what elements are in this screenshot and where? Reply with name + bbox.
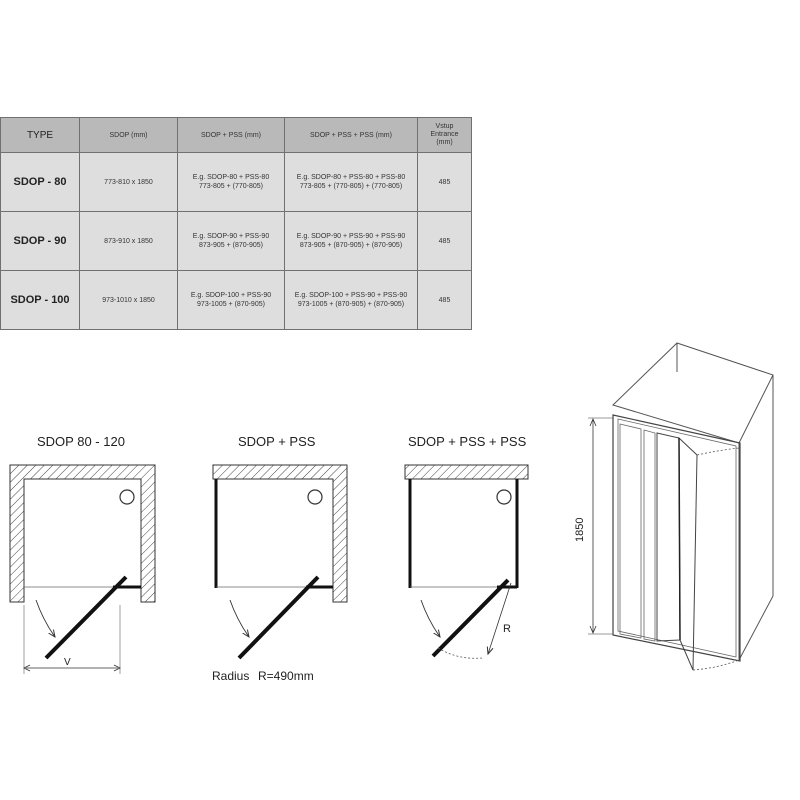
plan3-radius-arc xyxy=(437,647,483,659)
row-type: SDOP - 100 xyxy=(0,270,80,330)
plan3-title: SDOP + PSS + PSS xyxy=(408,434,527,449)
row-sdop-pss-pss-line2: 973-1005 + (870-905) + (870-905) xyxy=(297,301,405,308)
row-sdop-pss: E.g. SDOP-100 + PSS-90 973-1005 + (870-9… xyxy=(177,270,285,330)
row-sdop-pss-pss-line1: E.g. SDOP-100 + PSS-90 + PSS-90 xyxy=(294,292,408,299)
radius-word: Radius xyxy=(212,669,249,683)
height-label: 1850 xyxy=(574,518,586,542)
row-sdop: 973-1010 x 1850 xyxy=(79,270,178,330)
plan1-v-label: V xyxy=(64,657,71,668)
plan2-title: SDOP + PSS xyxy=(238,434,316,449)
plan3-door-panel xyxy=(431,578,510,658)
perspective-view: 1850 xyxy=(574,342,774,671)
front-frame xyxy=(612,414,741,662)
row-sdop-pss-line2: 773-805 + (770-805) xyxy=(198,183,264,190)
plan3-r-label: R xyxy=(503,623,511,635)
spec-table: TYPE SDOP (mm) SDOP + PSS (mm) SDOP + PS… xyxy=(0,117,472,330)
row-sdop-pss: E.g. SDOP-90 + PSS-90 873-905 + (870-905… xyxy=(177,211,285,271)
drain-icon xyxy=(496,489,512,505)
radius-value: R=490mm xyxy=(258,669,314,683)
row-sdop-pss-pss: E.g. SDOP-80 + PSS-80 + PSS-80 773-805 +… xyxy=(284,152,418,212)
row-sdop-pss-pss: E.g. SDOP-90 + PSS-90 + PSS-90 873-905 +… xyxy=(284,211,418,271)
plan3-wall xyxy=(404,464,529,480)
fold-hinge xyxy=(678,437,681,641)
header-entrance-line2: Entrance xyxy=(430,131,459,138)
plan1-swing-arrow xyxy=(35,599,55,637)
folding-leaf-2 xyxy=(678,436,698,671)
drain-icon xyxy=(307,489,323,505)
swing-path-top xyxy=(696,447,740,456)
row-sdop-pss-line1: E.g. SDOP-80 + PSS-80 xyxy=(192,174,270,181)
row-sdop-pss-pss-line1: E.g. SDOP-80 + PSS-80 + PSS-80 xyxy=(296,174,406,181)
row-type: SDOP - 80 xyxy=(0,152,80,212)
header-sdop-pss-pss: SDOP + PSS + PSS (mm) xyxy=(284,117,418,153)
header-entrance-line1: Vstup xyxy=(435,123,454,130)
plan1-dim-arrows xyxy=(23,664,121,672)
table-row: SDOP - 90 873-910 x 1850 E.g. SDOP-90 + … xyxy=(0,211,472,271)
front-frame-inner xyxy=(617,418,737,658)
row-sdop-pss-pss-line2: 773-805 + (770-805) + (770-805) xyxy=(299,183,403,190)
table-row: SDOP - 80 773-810 x 1850 E.g. SDOP-80 + … xyxy=(0,152,472,212)
table-row: SDOP - 100 973-1010 x 1850 E.g. SDOP-100… xyxy=(0,270,472,330)
row-sdop-pss-pss: E.g. SDOP-100 + PSS-90 + PSS-90 973-1005… xyxy=(284,270,418,330)
plan1-wall xyxy=(9,464,156,603)
plan2-wall xyxy=(212,464,348,603)
height-dim-arrows xyxy=(589,417,597,635)
plan1-title: SDOP 80 - 120 xyxy=(37,434,125,449)
row-sdop-pss-pss-line2: 873-905 + (870-905) + (870-905) xyxy=(299,242,403,249)
header-sdop-pss: SDOP + PSS (mm) xyxy=(177,117,285,153)
row-entrance: 485 xyxy=(417,211,472,271)
plan3-swing-arrow xyxy=(420,599,440,637)
row-entrance: 485 xyxy=(417,152,472,212)
plan-sdop-pss-pss: SDOP + PSS + PSS R xyxy=(404,434,529,659)
drain-icon xyxy=(119,489,135,505)
header-entrance-line3: (mm) xyxy=(436,139,453,146)
plan1-door-panel xyxy=(44,575,128,660)
row-sdop-pss-line1: E.g. SDOP-100 + PSS-90 xyxy=(190,292,272,299)
header-entrance: Vstup Entrance (mm) xyxy=(417,117,472,153)
row-type: SDOP - 90 xyxy=(0,211,80,271)
row-entrance: 485 xyxy=(417,270,472,330)
door-panel-left-1 xyxy=(619,423,642,639)
row-sdop: 873-910 x 1850 xyxy=(79,211,178,271)
plan3-radius-arrow xyxy=(488,582,512,654)
box-bottom-right xyxy=(738,595,774,661)
row-sdop-pss-line1: E.g. SDOP-90 + PSS-90 xyxy=(192,233,270,240)
row-sdop-pss-line2: 973-1005 + (870-905) xyxy=(197,301,265,308)
plan2-door-panel xyxy=(237,575,320,660)
row-sdop-pss: E.g. SDOP-80 + PSS-80 773-805 + (770-805… xyxy=(177,152,285,212)
row-sdop-pss-pss-line1: E.g. SDOP-90 + PSS-90 + PSS-90 xyxy=(296,233,406,240)
table-header-row: TYPE SDOP (mm) SDOP + PSS (mm) SDOP + PS… xyxy=(0,117,472,153)
plan-sdop-80-120: SDOP 80 - 120 V xyxy=(9,434,156,674)
plan-sdop-pss: SDOP + PSS Radius R=490mm xyxy=(212,434,348,683)
header-type: TYPE xyxy=(0,117,80,153)
row-sdop-pss-line2: 873-905 + (870-905) xyxy=(198,242,264,249)
plan2-swing-arrow xyxy=(229,599,249,637)
folding-leaf-1 xyxy=(656,432,681,642)
door-panel-left-2 xyxy=(643,429,656,642)
swing-path-bottom xyxy=(692,659,740,671)
